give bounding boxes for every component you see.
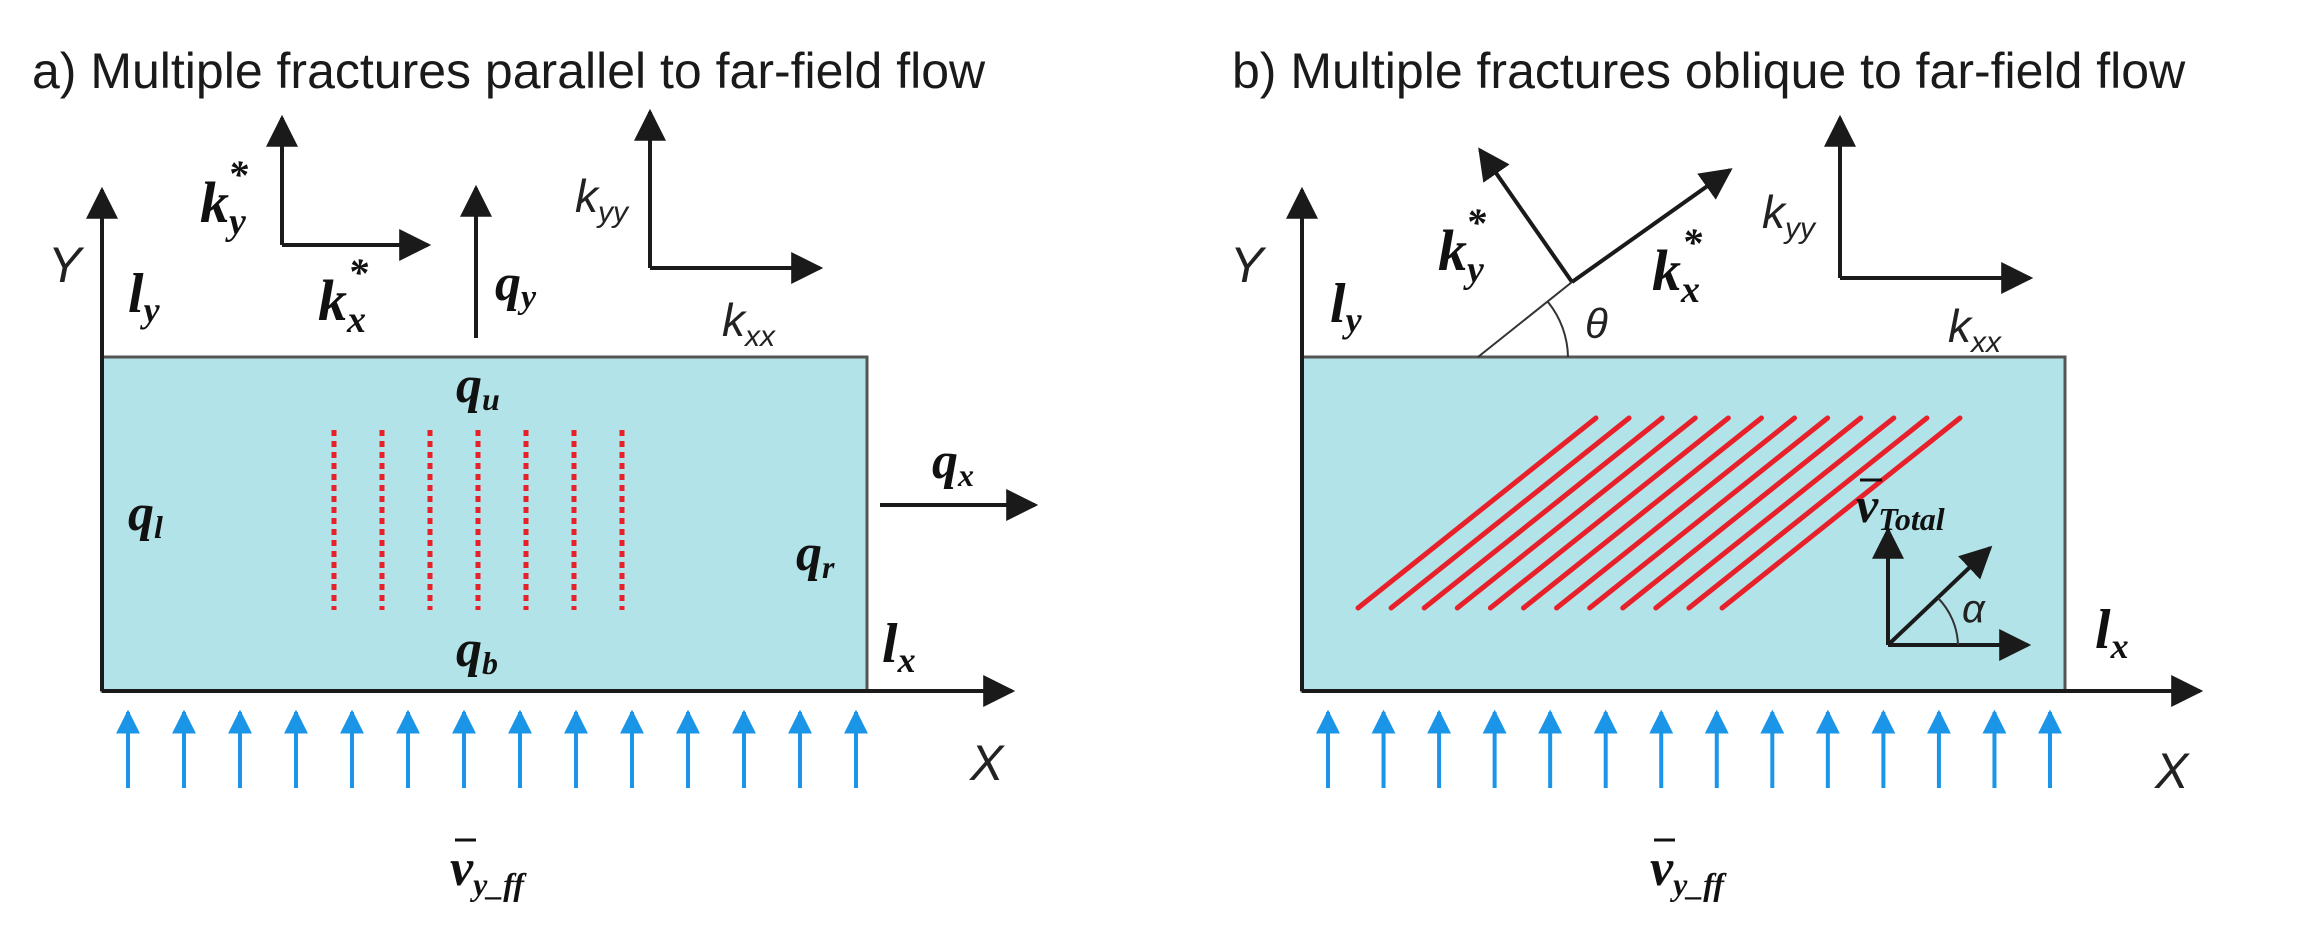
- panel-b-ly: ly: [1330, 273, 1363, 340]
- panel-b-fracture: [1686, 415, 1930, 611]
- panel-b-fractures: [1355, 415, 1963, 611]
- panel-b-fracture: [1421, 415, 1665, 611]
- panel-a-domain: [100, 355, 869, 693]
- panel-b-v-total: vTotal: [1856, 477, 1945, 537]
- panel-b-fracture: [1388, 415, 1632, 611]
- panel-b-axis-y-label: Y: [1230, 237, 1267, 293]
- panel-b-fracture: [1454, 415, 1698, 611]
- panel-b-fracture: [1355, 415, 1599, 611]
- panel-b-lx: lx: [2095, 599, 2129, 666]
- panel-a-v-ff: vy_ff: [450, 840, 527, 902]
- panel-b-title: b) Multiple fractures oblique to far-fie…: [1232, 43, 2186, 99]
- panel-b-v-ff: vy_ff: [1650, 840, 1727, 902]
- panel-b-inflow-arrows: [1316, 709, 2062, 788]
- panel-b-fracture: [1719, 415, 1963, 611]
- panel-a-ky-star: ky*: [200, 152, 249, 243]
- panel-b-fracture: [1620, 415, 1864, 611]
- panel-b-ky-star: ky*: [1438, 200, 1487, 291]
- panel-a-qy: qy: [495, 255, 537, 316]
- panel-a-title: a) Multiple fractures parallel to far-fi…: [32, 43, 986, 99]
- panel-b-fracture: [1554, 415, 1798, 611]
- panel-a-ly: ly: [128, 263, 161, 330]
- panel-a-qb: qb: [456, 621, 498, 681]
- panel-b-fracture: [1487, 415, 1731, 611]
- panel-b-axis-x-label: X: [2154, 743, 2190, 799]
- panel-b-alpha: α: [1962, 587, 1986, 631]
- panel-b: b) Multiple fractures oblique to far-fie…: [1230, 43, 2204, 902]
- panel-a-lx: lx: [882, 613, 916, 680]
- panel-a-inflow-arrows: [116, 709, 868, 788]
- panel-a-kx-star: kx*: [318, 250, 369, 341]
- panel-a-kxx: kxx: [722, 294, 776, 353]
- panel-b-alpha-arc: [1937, 597, 1959, 646]
- panel-a-qu: qu: [456, 357, 500, 417]
- panel-a-qr: qr: [796, 525, 835, 585]
- panel-a-qx: qx: [932, 433, 974, 493]
- panel-a: a) Multiple fractures parallel to far-fi…: [32, 43, 1039, 902]
- panel-a-axis-x-label: X: [969, 735, 1005, 791]
- panel-b-fracture: [1653, 415, 1897, 611]
- panel-b-fracture: [1587, 415, 1831, 611]
- panel-a-kyy: kyy: [575, 170, 630, 229]
- panel-a-fractures: [331, 430, 625, 610]
- panel-b-fracture: [1520, 415, 1764, 611]
- panel-a-ql: ql: [128, 485, 163, 545]
- panel-b-kyy: kyy: [1762, 186, 1817, 245]
- panel-b-kxx: kxx: [1948, 300, 2002, 359]
- panel-b-kstar-y-arrow: [1478, 147, 1574, 284]
- panel-b-theta: θ: [1585, 300, 1608, 347]
- panel-b-domain: [1300, 355, 2067, 693]
- panel-b-kx-star: kx*: [1652, 220, 1703, 311]
- panel-a-axis-y-label: Y: [48, 237, 85, 293]
- panel-b-kstar-x-arrow: [1570, 168, 1733, 284]
- panel-b-vtotal-arrow: [1886, 545, 1993, 647]
- panel-b-theta-ray: [1477, 281, 1573, 358]
- panel-b-theta-arc: [1547, 301, 1569, 358]
